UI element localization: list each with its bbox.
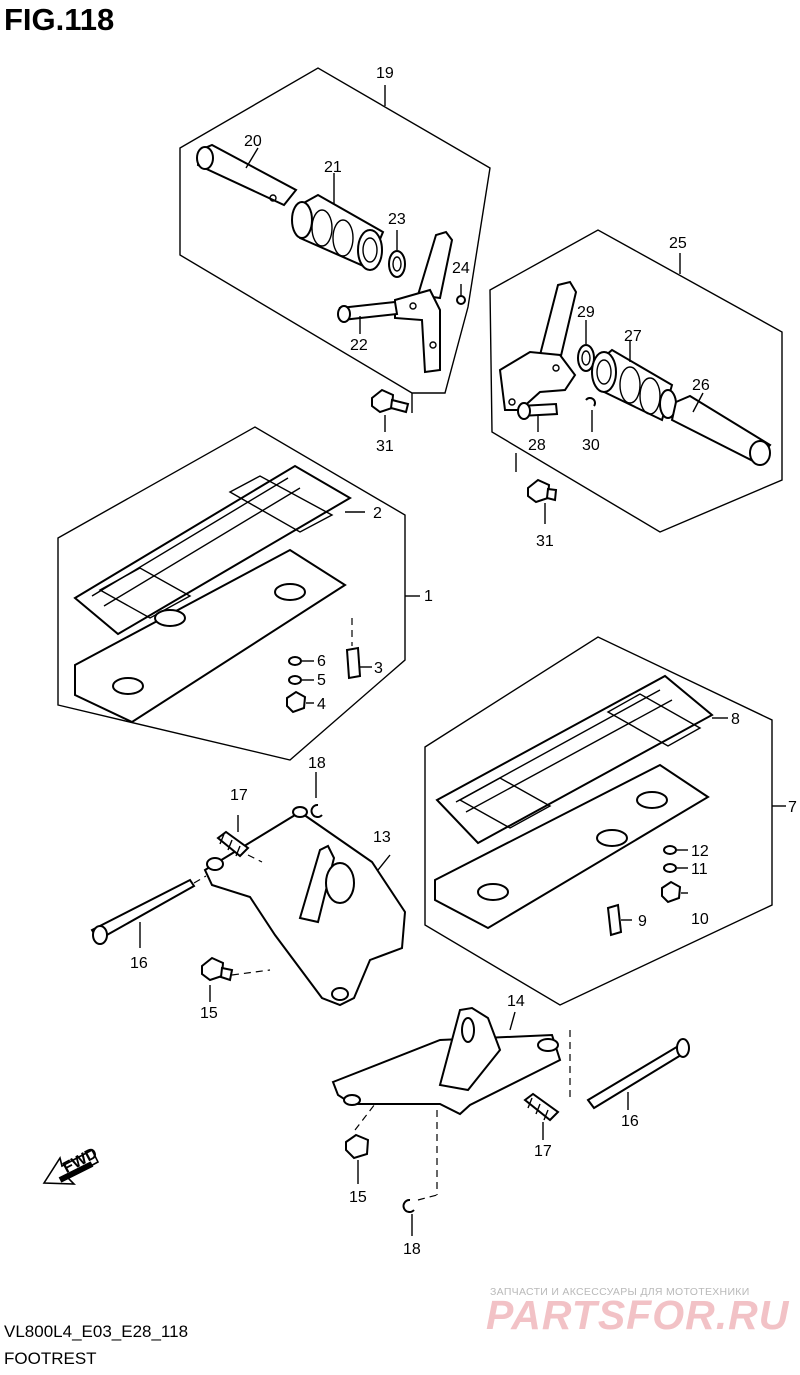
callout-3: 3 [374, 660, 383, 677]
callout-20: 20 [244, 133, 262, 150]
callout-14: 14 [507, 993, 525, 1010]
spring-17-right [523, 1092, 560, 1140]
callout-5: 5 [317, 672, 326, 689]
callout-2: 2 [373, 505, 382, 522]
pin-22 [337, 300, 399, 334]
callout-17-left: 17 [230, 787, 248, 804]
watermark-logo: PARTSFOR.RU [486, 1292, 790, 1338]
bracket-13 [203, 806, 407, 1007]
callout-7: 7 [788, 799, 797, 816]
fwd-arrow-icon: FWD [42, 1145, 100, 1185]
callout-4: 4 [317, 696, 326, 713]
clip-30 [585, 397, 596, 432]
bracket-14 [331, 1006, 571, 1195]
pin-26 [670, 392, 772, 466]
spring-17-left [216, 815, 263, 863]
callout-17-right: 17 [534, 1143, 552, 1160]
callout-24: 24 [452, 260, 470, 277]
callout-1: 1 [424, 588, 433, 605]
bolt-16-right [586, 1038, 690, 1110]
callout-9: 9 [638, 913, 647, 930]
callout-27: 27 [624, 328, 642, 345]
callout-12: 12 [691, 843, 709, 860]
bolt-15-right [345, 1103, 376, 1184]
roller-27 [591, 340, 677, 422]
footboard-base-7 [434, 763, 710, 930]
clip-18-left [310, 772, 323, 818]
clip-18-right [402, 1194, 438, 1236]
callout-18-right: 18 [403, 1241, 421, 1258]
pin-20 [196, 143, 298, 207]
group-1-box [57, 426, 420, 761]
callout-labels: 19 20 21 23 24 22 31 25 29 27 26 28 30 3… [130, 65, 797, 1258]
bolt-16-left [90, 875, 207, 948]
callout-11: 11 [691, 861, 708, 878]
callout-10: 10 [691, 911, 709, 928]
figure-title: FIG.118 [4, 2, 115, 37]
group-7-box [424, 636, 786, 1006]
callout-13: 13 [373, 829, 391, 846]
bolt-31-left [371, 388, 410, 432]
rubber-pad-2 [73, 464, 365, 636]
bolt-31-right [527, 478, 558, 524]
group-25-box [489, 229, 783, 533]
callout-15-left: 15 [200, 1005, 218, 1022]
callout-31-right: 31 [536, 533, 554, 550]
callout-25: 25 [669, 235, 687, 252]
callout-23: 23 [388, 211, 406, 228]
callout-31-left: 31 [376, 438, 394, 455]
washer-23 [388, 230, 406, 278]
roller-21 [291, 173, 385, 271]
footboard-base-1 [74, 548, 347, 724]
model-code: VL800L4_E03_E28_118 [4, 1322, 189, 1341]
watermark-tagline: ЗАПЧАСТИ И АКСЕССУАРЫ ДЛЯ МОТОТЕХНИКИ [490, 1286, 750, 1298]
washer-29 [577, 320, 595, 372]
callout-26: 26 [692, 377, 710, 394]
callout-6: 6 [317, 653, 326, 670]
callout-29: 29 [577, 304, 595, 321]
hardware-3-6 [286, 618, 372, 714]
section-name: FOOTREST [4, 1349, 97, 1368]
callout-16-right: 16 [621, 1113, 639, 1130]
pin-28 [517, 402, 559, 432]
callout-15-right: 15 [349, 1189, 367, 1206]
callout-19: 19 [376, 65, 394, 82]
callout-22: 22 [350, 337, 368, 354]
bracket-clip-29 [498, 280, 578, 411]
bracket-clip-24 [394, 230, 466, 374]
callout-16-left: 16 [130, 955, 148, 972]
rubber-pad-8 [435, 674, 728, 845]
callout-18-left: 18 [308, 755, 326, 772]
callout-28: 28 [528, 437, 546, 454]
callout-30: 30 [582, 437, 600, 454]
hardware-9-12 [606, 845, 688, 937]
group-19-box [179, 67, 491, 413]
callout-21: 21 [324, 159, 342, 176]
bolt-15-left [201, 956, 271, 1002]
callout-8: 8 [731, 711, 740, 728]
